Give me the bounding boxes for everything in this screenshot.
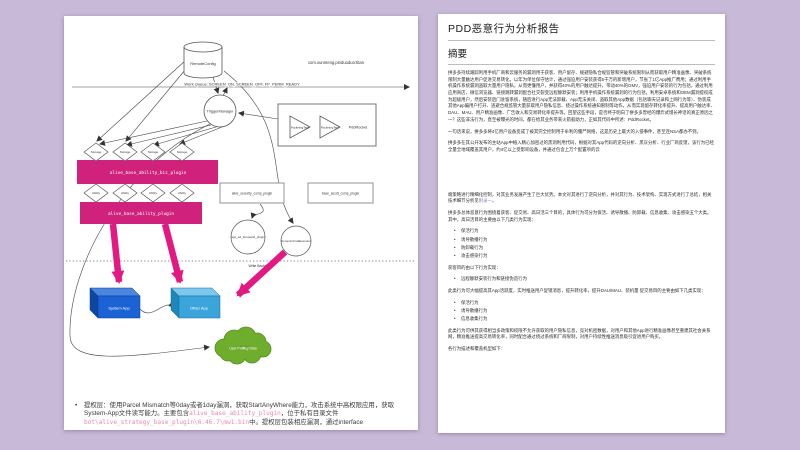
trigger-manager-node: TriggerManager bbox=[203, 94, 237, 128]
bullet-icon: • bbox=[75, 402, 78, 409]
page-title: PDD恶意行为分析报告 bbox=[448, 23, 560, 35]
paragraph: 拼多多在其公开发布的主站App中植入精心加密过的黑洞利用代码，根据对其App代码… bbox=[448, 140, 714, 152]
storage-diamonds bbox=[83, 142, 195, 162]
rocketing-task-triangle-icon bbox=[289, 115, 311, 139]
svg-text:Ability: Ability bbox=[149, 191, 158, 195]
security-plugin-box: alive_security_comp_plugin bbox=[219, 182, 285, 204]
write-backdoor-label: Write Backdoor bbox=[248, 264, 272, 268]
system-app-cube: System App bbox=[89, 287, 141, 319]
paragraph-text: 端策略进行精细化控制，对其业务发展产生了巨大优势。本文对其进行了逆向分析，并对其… bbox=[448, 191, 712, 204]
paragraph: 各行为描述和覆盖机型如下： bbox=[448, 346, 506, 352]
diagram-page: Work Queue: SCREEN_ON, SCREEN_OFF, FP_PE… bbox=[64, 16, 418, 430]
biz-plugin-label: alive_base_ability_biz_plugin bbox=[110, 170, 187, 176]
appendix-link[interactable]: 附录一 bbox=[478, 198, 492, 204]
footnote-text: 提权层：使用Parcel Mismatch等0day或者1day漏洞，获取Sta… bbox=[84, 402, 394, 418]
security-plugin-label: alive_security_comp_plugin bbox=[232, 192, 273, 196]
dynamic-cmd-label: DynamicCmdExecutor bbox=[281, 239, 311, 243]
svg-text:Storage: Storage bbox=[120, 150, 131, 154]
list-item: 信息收集行为 bbox=[454, 316, 715, 323]
list-item: 远程静默安装行为和链接伪造行为 bbox=[454, 276, 715, 283]
privacy-data-label: User Privacy Data bbox=[229, 347, 256, 351]
thousand-plugin-node: app_sd_thousand_plugin bbox=[230, 219, 266, 255]
diagram-footnote: • 提权层：使用Parcel Mismatch等0day或者1day漏洞，获取S… bbox=[75, 402, 408, 427]
rocketing-task-label: RocketingTask bbox=[291, 126, 310, 130]
svg-text:Ability: Ability bbox=[92, 191, 101, 195]
pdd-rocket-label: PddRocket bbox=[349, 126, 369, 130]
list-item: 诱导散播行为 bbox=[454, 308, 715, 315]
paragraph: 此类行为可大幅提高其App活跃度，实时推送用户促销消息，提升转化率，提升DAU/… bbox=[448, 287, 706, 293]
paragraph: 端策略进行精细化控制，对其业务发展产生了巨大优势。本文对其进行了逆向分析，并对其… bbox=[448, 192, 715, 205]
package-name-label: com.xunmeng.pinduoduo:titan bbox=[308, 60, 365, 65]
other-app-cube: Other App bbox=[170, 287, 221, 319]
ability-plugin-label: alive_base_ability_plugin bbox=[108, 211, 174, 217]
ability-plugin-bar bbox=[80, 202, 202, 224]
footnote-code: alive_base_ability_plugin bbox=[189, 410, 281, 418]
paragraph-text: 。 bbox=[491, 198, 497, 204]
attack-arrows bbox=[109, 223, 288, 298]
list-item: 攻击感染行为 bbox=[454, 253, 715, 260]
svg-text:Ability: Ability bbox=[178, 191, 187, 195]
remote-config-label: RemoteConfig bbox=[190, 61, 216, 66]
other-app-label: Other App bbox=[190, 306, 209, 311]
svg-text:Storage: Storage bbox=[177, 150, 188, 154]
ability-diamonds bbox=[83, 183, 195, 203]
work-queue-label: Work Queue: SCREEN_ON, SCREEN_OFF, FP_PE… bbox=[184, 82, 300, 87]
list-item: 保活行为 bbox=[454, 228, 715, 235]
list-item: 诱导散播行为 bbox=[454, 237, 715, 244]
report-page: PDD恶意行为分析报告 摘要 拼多多持续跟踪利用手机厂商和云服务的漏洞用于获客、… bbox=[438, 14, 725, 433]
remote-config-cylinder: RemoteConfig bbox=[183, 41, 223, 79]
list-item: 防卸载行为 bbox=[454, 245, 715, 252]
storage-labels: Storage Storage Storage Storage bbox=[91, 150, 188, 154]
footnote-code: bot\alive_strategy_base_plugin\6.46.7\mw… bbox=[84, 418, 250, 426]
title-divider bbox=[448, 40, 715, 41]
abstract-divider bbox=[448, 64, 715, 65]
behavior-list-dau: 保活行为 诱导散播行为 防卸载行为 攻击感染行为 bbox=[454, 228, 715, 259]
footnote-text: 中。提权层包装相应漏洞，通过interface bbox=[249, 418, 364, 426]
paragraph: 一句话来说，拼多多将4亿用户设备变成了被其完全控制用于牟利的僵尸网络，这是历史上… bbox=[448, 128, 701, 134]
pdd-rocket-box: RocketingTask RocketingTask PddRocket bbox=[277, 103, 377, 147]
paragraph: 获客目的由以下行为实现： bbox=[448, 264, 501, 270]
ability-labels: Ability Ability Ability Ability bbox=[92, 191, 187, 195]
system-app-label: System App bbox=[108, 306, 130, 311]
thousand-plugin-label: app_sd_thousand_plugin bbox=[231, 235, 265, 239]
footnote-text: ，位于私有目录文件 bbox=[280, 410, 339, 418]
dynamic-cmd-node: DynamicCmdExecutor bbox=[280, 225, 312, 257]
svg-text:Storage: Storage bbox=[148, 150, 159, 154]
biz-plugin-bar bbox=[77, 160, 218, 184]
abstract-heading: 摘要 bbox=[448, 49, 468, 60]
rocketing-task-triangle-icon bbox=[319, 115, 341, 139]
secdt-plugin-label: base_secdt_comp_plugin bbox=[322, 192, 360, 196]
architecture-diagram: Work Queue: SCREEN_ON, SCREEN_OFF, FP_PE… bbox=[66, 41, 415, 365]
behavior-list-transaction: 保活行为 诱导散播行为 信息收集行为 bbox=[454, 300, 715, 323]
paragraph: 此类行为可供其获得相当多政策和权限不允许获取的用户隐私信息，竞对机密数据，对用户… bbox=[448, 327, 711, 340]
secdt-plugin-box: base_secdt_comp_plugin bbox=[307, 182, 374, 204]
svg-text:Storage: Storage bbox=[91, 150, 102, 154]
list-item: 保活行为 bbox=[454, 300, 715, 307]
paragraph: 拼多多持续跟踪利用手机厂商和云服务的漏洞用于获客、用户留存、规避隐私合规监管和突… bbox=[448, 70, 715, 122]
trigger-manager-label: TriggerManager bbox=[207, 110, 235, 114]
paragraph: 拼多多总体恶意行为围绕着获客、促交易、高日活三个目的，具体行为可分为保活、诱导散… bbox=[448, 209, 712, 222]
behavior-list-acquisition: 远程静默安装行为和链接伪造行为 bbox=[454, 276, 715, 283]
privacy-data-cloud: User Privacy Data bbox=[214, 326, 272, 365]
rocketing-task-label: RocketingTask bbox=[321, 126, 340, 130]
svg-text:Ability: Ability bbox=[121, 191, 130, 195]
